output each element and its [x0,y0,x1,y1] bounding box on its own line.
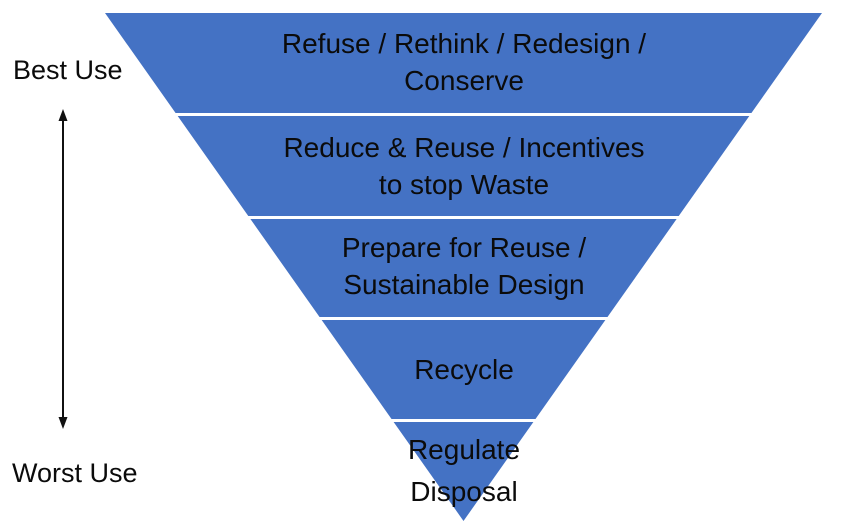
level-text-line: Regulate [407,434,521,465]
level-text-line: Sustainable Design [343,269,585,300]
level-text-line: Refuse / Rethink / Redesign / [281,28,647,59]
pyramid-level-4-label: Recycle [164,351,764,388]
pyramid-divider [100,317,828,320]
level-text-line: Conserve [404,65,524,96]
pyramid-divider [100,419,828,422]
best-use-label: Best Use [13,55,123,85]
worst-use-label: Worst Use [12,458,138,488]
pyramid-level-2-label: Reduce & Reuse / Incentives to stop Wast… [164,129,764,203]
level-text-line: Disposal [410,476,518,507]
level-text-line: Reduce & Reuse / Incentives [283,132,645,163]
pyramid-level-1-label: Refuse / Rethink / Redesign / Conserve [164,25,764,99]
level-text-line: to stop Waste [378,169,550,200]
pyramid-level-3-label: Prepare for Reuse / Sustainable Design [164,229,764,303]
level-text-line: Recycle [414,354,514,385]
arrow-down-head-icon [58,417,68,429]
level-text-line: Prepare for Reuse / [341,232,587,263]
pyramid-divider [100,216,828,219]
pyramid-divider [100,113,828,116]
pyramid-level-5-label: Regulate Disposal [164,429,764,513]
best-to-worst-arrow [58,109,68,429]
arrow-up-head-icon [58,109,68,121]
